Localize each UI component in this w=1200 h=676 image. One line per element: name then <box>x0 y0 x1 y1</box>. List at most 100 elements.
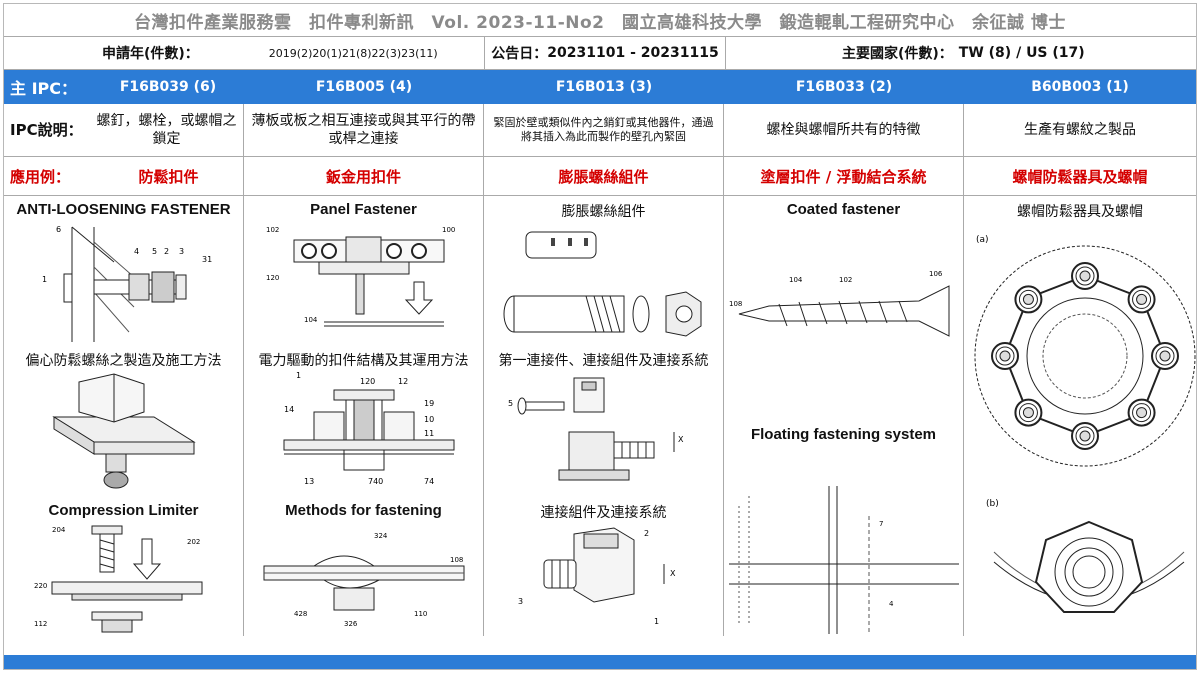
svg-text:324: 324 <box>374 532 388 540</box>
svg-text:102: 102 <box>839 276 852 284</box>
ipc-desc-cell-3: 緊固於壁或類似件內之銷釘或其他器件，通過將其插入為此而製作的壁孔內緊固 <box>484 104 724 156</box>
svg-text:31: 31 <box>202 255 212 264</box>
app-cell-4: 塗層扣件 / 浮動結合系統 <box>724 157 964 195</box>
application-year-value: 2019(2)20(1)21(8)22(3)23(11) <box>269 47 438 60</box>
caption-panel-fastener: Panel Fastener <box>244 201 483 218</box>
floating-fastening-figure: 7 4 <box>729 486 959 634</box>
expansion-screw-figure <box>496 224 716 344</box>
svg-text:10: 10 <box>424 415 434 424</box>
caption-methods-fastening: Methods for fastening <box>244 502 483 519</box>
caption-connection-system: 連接組件及連接系統 <box>484 502 723 522</box>
bolt-ring <box>1080 271 1090 281</box>
svg-text:(a): (a) <box>976 235 989 245</box>
bolt-ring <box>1023 294 1033 304</box>
svg-text:102: 102 <box>266 226 279 234</box>
caption-eccentric-screw: 偏心防鬆螺絲之製造及施工方法 <box>4 350 243 370</box>
publish-date-value: 20231101 - 20231115 <box>547 45 718 61</box>
bolt-ring <box>1137 294 1147 304</box>
svg-text:204: 204 <box>52 526 66 534</box>
svg-text:3: 3 <box>518 597 523 606</box>
svg-text:120: 120 <box>360 377 375 386</box>
caption-compression-limiter: Compression Limiter <box>4 502 243 519</box>
svg-text:4: 4 <box>134 247 139 256</box>
methods-fastening-figure: 324 108 428 326 110 <box>254 526 474 634</box>
svg-text:112: 112 <box>34 620 47 628</box>
ipc-desc-2: 薄板或板之相互連接或與其平行的帶或桿之連接 <box>250 112 478 148</box>
svg-text:2: 2 <box>164 247 169 256</box>
bolt-ring <box>1000 351 1010 361</box>
flange-nut-figure: (a) <box>972 226 1196 476</box>
svg-text:7: 7 <box>879 520 883 528</box>
caption-first-connector: 第一連接件、連接組件及連接系統 <box>484 350 723 370</box>
figure-column-3: 膨脹螺絲組件 第一連接件、連接組件及連接系統 <box>484 196 724 636</box>
application-year-label: 申請年(件數)： <box>102 43 199 63</box>
publish-date-cell: 公告日： 20231101 - 20231115 <box>485 37 726 69</box>
svg-text:1: 1 <box>654 617 659 626</box>
ipc-desc-cell-2: 薄板或板之相互連接或與其平行的帶或桿之連接 <box>244 104 484 156</box>
svg-text:3: 3 <box>179 247 184 256</box>
svg-text:11: 11 <box>424 429 434 438</box>
anti-loosening-fastener-figure: 1 6 4 5 2 3 31 <box>34 222 224 342</box>
caption-anti-loosening: ANTI-LOOSENING FASTENER <box>4 201 243 218</box>
coated-fastener-figure: 104 102 106 108 <box>729 266 959 356</box>
bolt-ring <box>1023 408 1033 418</box>
country-label: 主要國家(件數)： <box>842 43 953 63</box>
electric-driven-fastener-figure: 120 12 1 14 19 10 11 13 740 74 <box>274 372 464 492</box>
first-connector-figure: X 5 <box>504 372 704 492</box>
svg-text:108: 108 <box>729 300 742 308</box>
svg-text:13: 13 <box>304 477 314 486</box>
caption-floating-fastening: Floating fastening system <box>724 426 963 443</box>
svg-text:220: 220 <box>34 582 47 590</box>
svg-text:428: 428 <box>294 610 307 618</box>
bottom-bar <box>4 655 1196 669</box>
svg-text:4: 4 <box>889 600 894 608</box>
svg-text:326: 326 <box>344 620 358 628</box>
ipc-desc-label: IPC說明： <box>10 121 83 139</box>
ipc-desc-5: 生產有螺紋之製品 <box>1024 121 1136 139</box>
svg-text:202: 202 <box>187 538 200 546</box>
ipc-code-cell-4: F16B033 (2) <box>724 70 964 104</box>
country-value: TW (8) / US (17) <box>959 45 1085 61</box>
ipc-desc-4: 螺栓與螺帽所共有的特徵 <box>767 121 921 139</box>
svg-text:14: 14 <box>284 405 294 414</box>
figure-column-5: 螺帽防鬆器具及螺帽 (a) (b) <box>964 196 1196 636</box>
ipc-desc-cell-5: 生產有螺紋之製品 <box>964 104 1196 156</box>
svg-text:5: 5 <box>508 399 513 408</box>
connection-system-figure: X 2 3 1 <box>514 524 694 636</box>
ipc-desc-cell-4: 螺栓與螺帽所共有的特徵 <box>724 104 964 156</box>
ipc-description-row: IPC說明： 螺釘，螺栓，或螺帽之鎖定 薄板或板之相互連接或與其平行的帶或桿之連… <box>4 104 1196 157</box>
svg-text:19: 19 <box>424 399 434 408</box>
svg-text:5: 5 <box>152 247 157 256</box>
svg-text:740: 740 <box>368 477 383 486</box>
svg-text:104: 104 <box>789 276 803 284</box>
app-cell-5: 螺帽防鬆器具及螺帽 <box>964 157 1196 195</box>
publish-date-label: 公告日： <box>491 43 547 63</box>
svg-text:104: 104 <box>304 316 318 324</box>
ipc-desc-cell-1: IPC說明： 螺釘，螺栓，或螺帽之鎖定 <box>4 104 244 156</box>
svg-text:106: 106 <box>929 270 943 278</box>
svg-text:X: X <box>678 435 684 444</box>
main-ipc-label: 主 IPC： <box>10 75 77 99</box>
ipc-desc-3: 緊固於壁或類似件內之銷釘或其他器件，通過將其插入為此而製作的壁孔內緊固 <box>490 116 718 144</box>
caption-coated-fastener: Coated fastener <box>724 201 963 218</box>
caption-electric-driven-fastener: 電力驅動的扣件結構及其運用方法 <box>244 350 483 370</box>
ipc-code-5: B60B003 (1) <box>1031 79 1128 95</box>
svg-text:12: 12 <box>398 377 408 386</box>
ipc-code-4: F16B033 (2) <box>796 79 892 95</box>
caption-nut-anti-loosening: 螺帽防鬆器具及螺帽 <box>964 201 1196 221</box>
eccentric-screw-figure <box>44 372 204 492</box>
ipc-code-1: F16B039 (6) <box>120 79 216 95</box>
ipc-code-2: F16B005 (4) <box>316 79 412 95</box>
figure-column-2: Panel Fastener 102 100 120 104 電力驅動的扣件結構… <box>244 196 484 636</box>
app-4: 塗層扣件 / 浮動結合系統 <box>761 166 927 187</box>
ipc-code-row: 主 IPC： F16B039 (6) F16B005 (4) F16B013 (… <box>4 70 1196 104</box>
svg-text:1: 1 <box>296 372 301 380</box>
svg-text:120: 120 <box>266 274 279 282</box>
panel-fastener-figure: 102 100 120 104 <box>264 222 464 342</box>
patent-newsletter-page: 台灣扣件產業服務雲 扣件專利新訊 Vol. 2023-11-No2 國立高雄科技… <box>3 3 1197 670</box>
app-1: 防鬆扣件 <box>138 166 198 187</box>
svg-text:100: 100 <box>442 226 455 234</box>
app-cell-3: 膨脹螺絲組件 <box>484 157 724 195</box>
app-cell-2: 鈑金用扣件 <box>244 157 484 195</box>
caption-expansion-screw: 膨脹螺絲組件 <box>484 201 723 221</box>
